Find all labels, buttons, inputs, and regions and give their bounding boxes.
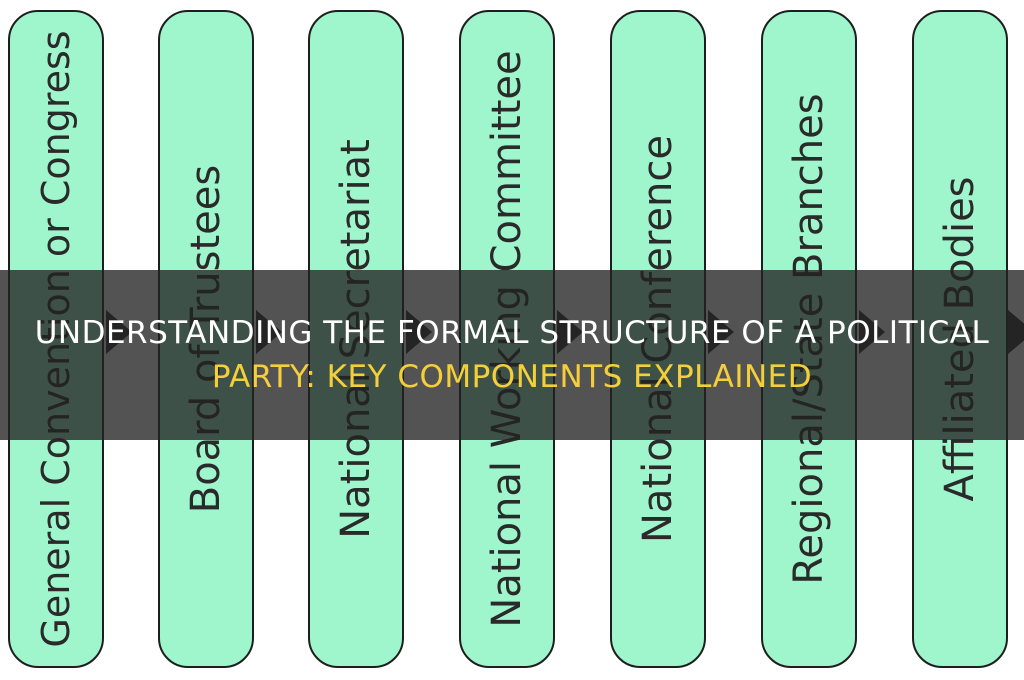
title-line-2: PARTY: KEY COMPONENTS EXPLAINED: [211, 359, 813, 395]
title-banner: UNDERSTANDING THE FORMAL STRUCTURE OF A …: [0, 270, 1024, 440]
title-line-1: UNDERSTANDING THE FORMAL STRUCTURE OF A …: [34, 315, 990, 351]
